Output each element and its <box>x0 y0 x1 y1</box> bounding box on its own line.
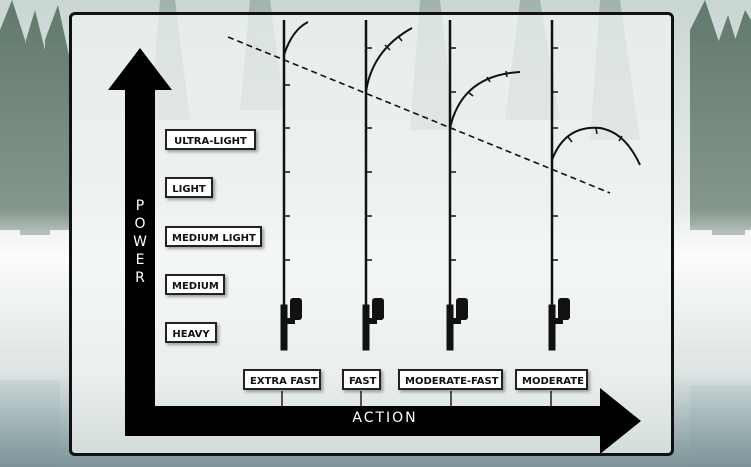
fishing-rod-icon <box>446 20 521 351</box>
action-axis-title: ACTION <box>352 410 418 426</box>
power-label-medium-light: MEDIUM LIGHT <box>165 226 262 247</box>
action-label-fast: FAST <box>342 369 381 390</box>
power-label-ultra-light: ULTRA-LIGHT <box>165 129 256 150</box>
power-arrow <box>108 48 172 435</box>
power-label-medium: MEDIUM <box>165 274 225 295</box>
power-label-light: LIGHT <box>165 177 213 198</box>
fishing-rod-icon <box>280 20 309 351</box>
spinning-reel-icon <box>554 298 570 324</box>
spinning-reel-icon <box>286 298 302 324</box>
power-axis-title-text: POWER <box>132 198 148 288</box>
power-label-heavy: HEAVY <box>165 322 217 343</box>
spinning-reel-icon <box>452 298 468 324</box>
spinning-reel-icon <box>368 298 384 324</box>
action-arrow <box>125 388 641 454</box>
action-label-moderate-fast: MODERATE-FAST <box>398 369 503 390</box>
action-label-moderate: MODERATE <box>515 369 588 390</box>
action-label-extra-fast: EXTRA FAST <box>243 369 321 390</box>
fishing-rod-icon <box>548 20 641 351</box>
dashed-trend-line <box>227 36 611 194</box>
fishing-rod-icon <box>362 20 413 351</box>
power-axis-title: POWER <box>130 198 148 288</box>
